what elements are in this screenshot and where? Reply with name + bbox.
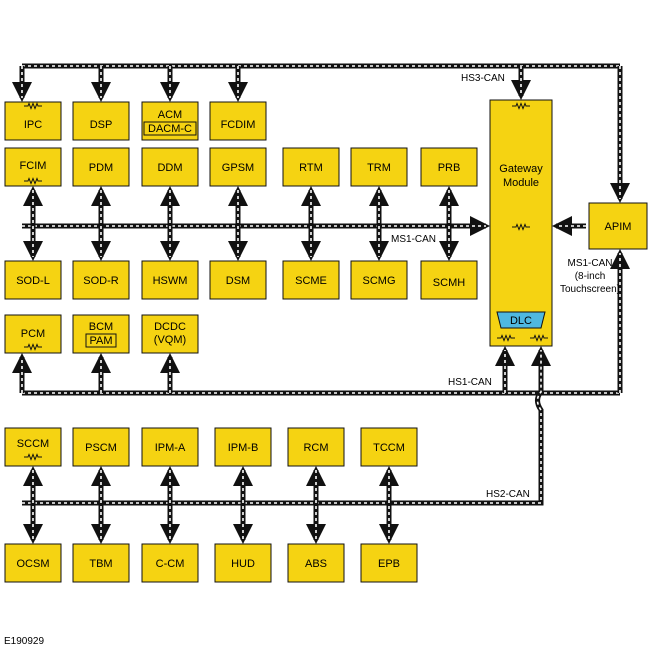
module-ipm-a-label: IPM-A	[155, 442, 186, 454]
module-ipm-b: IPM-B	[214, 427, 272, 467]
module-tbm-label: TBM	[89, 558, 112, 570]
module-sccm: SCCM	[4, 427, 62, 467]
module-scme-label: SCME	[295, 275, 327, 287]
module-sod-r: SOD-R	[72, 260, 130, 300]
module-ocsm: OCSM	[4, 543, 62, 583]
module-hud: HUD	[214, 543, 272, 583]
module-hswm: HSWM	[141, 260, 199, 300]
module-fcdim-label: FCDIM	[221, 119, 256, 131]
module-apim: APIM	[588, 202, 648, 250]
module-sod-l-label: SOD-L	[16, 275, 50, 287]
module-ocsm-label: OCSM	[17, 558, 50, 570]
module-rtm: RTM	[282, 147, 340, 187]
module-acm-label: ACM	[158, 109, 182, 121]
module-pcm: PCM	[4, 314, 62, 354]
module-hud-label: HUD	[231, 558, 255, 570]
module-ipm-a: IPM-A	[141, 427, 199, 467]
module-ipc: IPC	[4, 101, 62, 141]
module-vqm-label: (VQM)	[154, 334, 186, 346]
module-bcm: BCM PAM	[72, 314, 130, 354]
bus-hs2-trunk	[22, 346, 551, 506]
module-sod-l: SOD-L	[4, 260, 62, 300]
module-abs: ABS	[287, 543, 345, 583]
figure-id: E190929	[4, 636, 45, 647]
module-pam-label: PAM	[89, 335, 112, 347]
bus-label-hs3: HS3-CAN	[461, 73, 505, 84]
module-acm: ACM DACM-C	[141, 101, 199, 141]
module-scmg-label: SCMG	[363, 275, 396, 287]
module-ipm-b-label: IPM-B	[228, 442, 259, 454]
module-fcdim: FCDIM	[209, 101, 267, 141]
bus-label-hs1: HS1-CAN	[448, 377, 492, 388]
module-dcdc-label: DCDC	[154, 321, 186, 333]
module-sod-r-label: SOD-R	[83, 275, 119, 287]
module-pcm-label: PCM	[21, 328, 45, 340]
module-rtm-label: RTM	[299, 162, 323, 174]
apim-note-line2: (8-inch	[575, 271, 606, 282]
module-trm-label: TRM	[367, 162, 391, 174]
apim-label: APIM	[605, 221, 632, 233]
module-pdm-label: PDM	[89, 162, 113, 174]
module-bcm-label: BCM	[89, 321, 113, 333]
module-dacm-c-label: DACM-C	[148, 123, 192, 135]
apim-note-line1: MS1-CAN	[567, 258, 612, 269]
module-scme: SCME	[282, 260, 340, 300]
module-pscm: PSCM	[72, 427, 130, 467]
module-epb-label: EPB	[378, 558, 400, 570]
module-dsp-label: DSP	[90, 119, 113, 131]
module-dcdc: DCDC (VQM)	[141, 314, 199, 354]
bus-lines	[11, 63, 630, 544]
module-c-cm: C-CM	[141, 543, 199, 583]
module-gpsm-label: GPSM	[222, 162, 254, 174]
module-epb: EPB	[360, 543, 418, 583]
module-dsp: DSP	[72, 101, 130, 141]
apim-note-line3: Touchscreen)	[560, 284, 620, 295]
module-scmg: SCMG	[350, 260, 408, 300]
module-trm: TRM	[350, 147, 408, 187]
module-fcim-label: FCIM	[20, 160, 47, 172]
module-tbm: TBM	[72, 543, 130, 583]
module-prb-label: PRB	[438, 162, 461, 174]
module-prb: PRB	[420, 147, 478, 187]
module-fcim: FCIM	[4, 147, 62, 187]
module-pscm-label: PSCM	[85, 442, 117, 454]
module-ipc-label: IPC	[24, 119, 42, 131]
gateway-module: Gateway Module DLC	[489, 99, 553, 347]
module-dsm-label: DSM	[226, 275, 250, 287]
module-tccm-label: TCCM	[373, 442, 405, 454]
module-sccm-label: SCCM	[17, 438, 49, 450]
module-scmh: SCMH	[420, 260, 478, 300]
module-rcm-label: RCM	[303, 442, 328, 454]
module-c-cm-label: C-CM	[156, 558, 185, 570]
dlc-label: DLC	[510, 315, 532, 327]
gateway-label-line1: Gateway	[499, 163, 543, 175]
module-ddm-label: DDM	[157, 162, 182, 174]
module-pdm: PDM	[72, 147, 130, 187]
dlc-connector: DLC	[496, 311, 546, 329]
module-ddm: DDM	[141, 147, 199, 187]
module-dsm: DSM	[209, 260, 267, 300]
module-hswm-label: HSWM	[153, 275, 188, 287]
module-tccm: TCCM	[360, 427, 418, 467]
bus-label-hs2: HS2-CAN	[486, 489, 530, 500]
module-abs-label: ABS	[305, 558, 327, 570]
bus-label-ms1: MS1-CAN	[391, 234, 436, 245]
gateway-label-line2: Module	[503, 177, 539, 189]
module-rcm: RCM	[287, 427, 345, 467]
module-gpsm: GPSM	[209, 147, 267, 187]
module-scmh-label: SCMH	[433, 277, 465, 289]
